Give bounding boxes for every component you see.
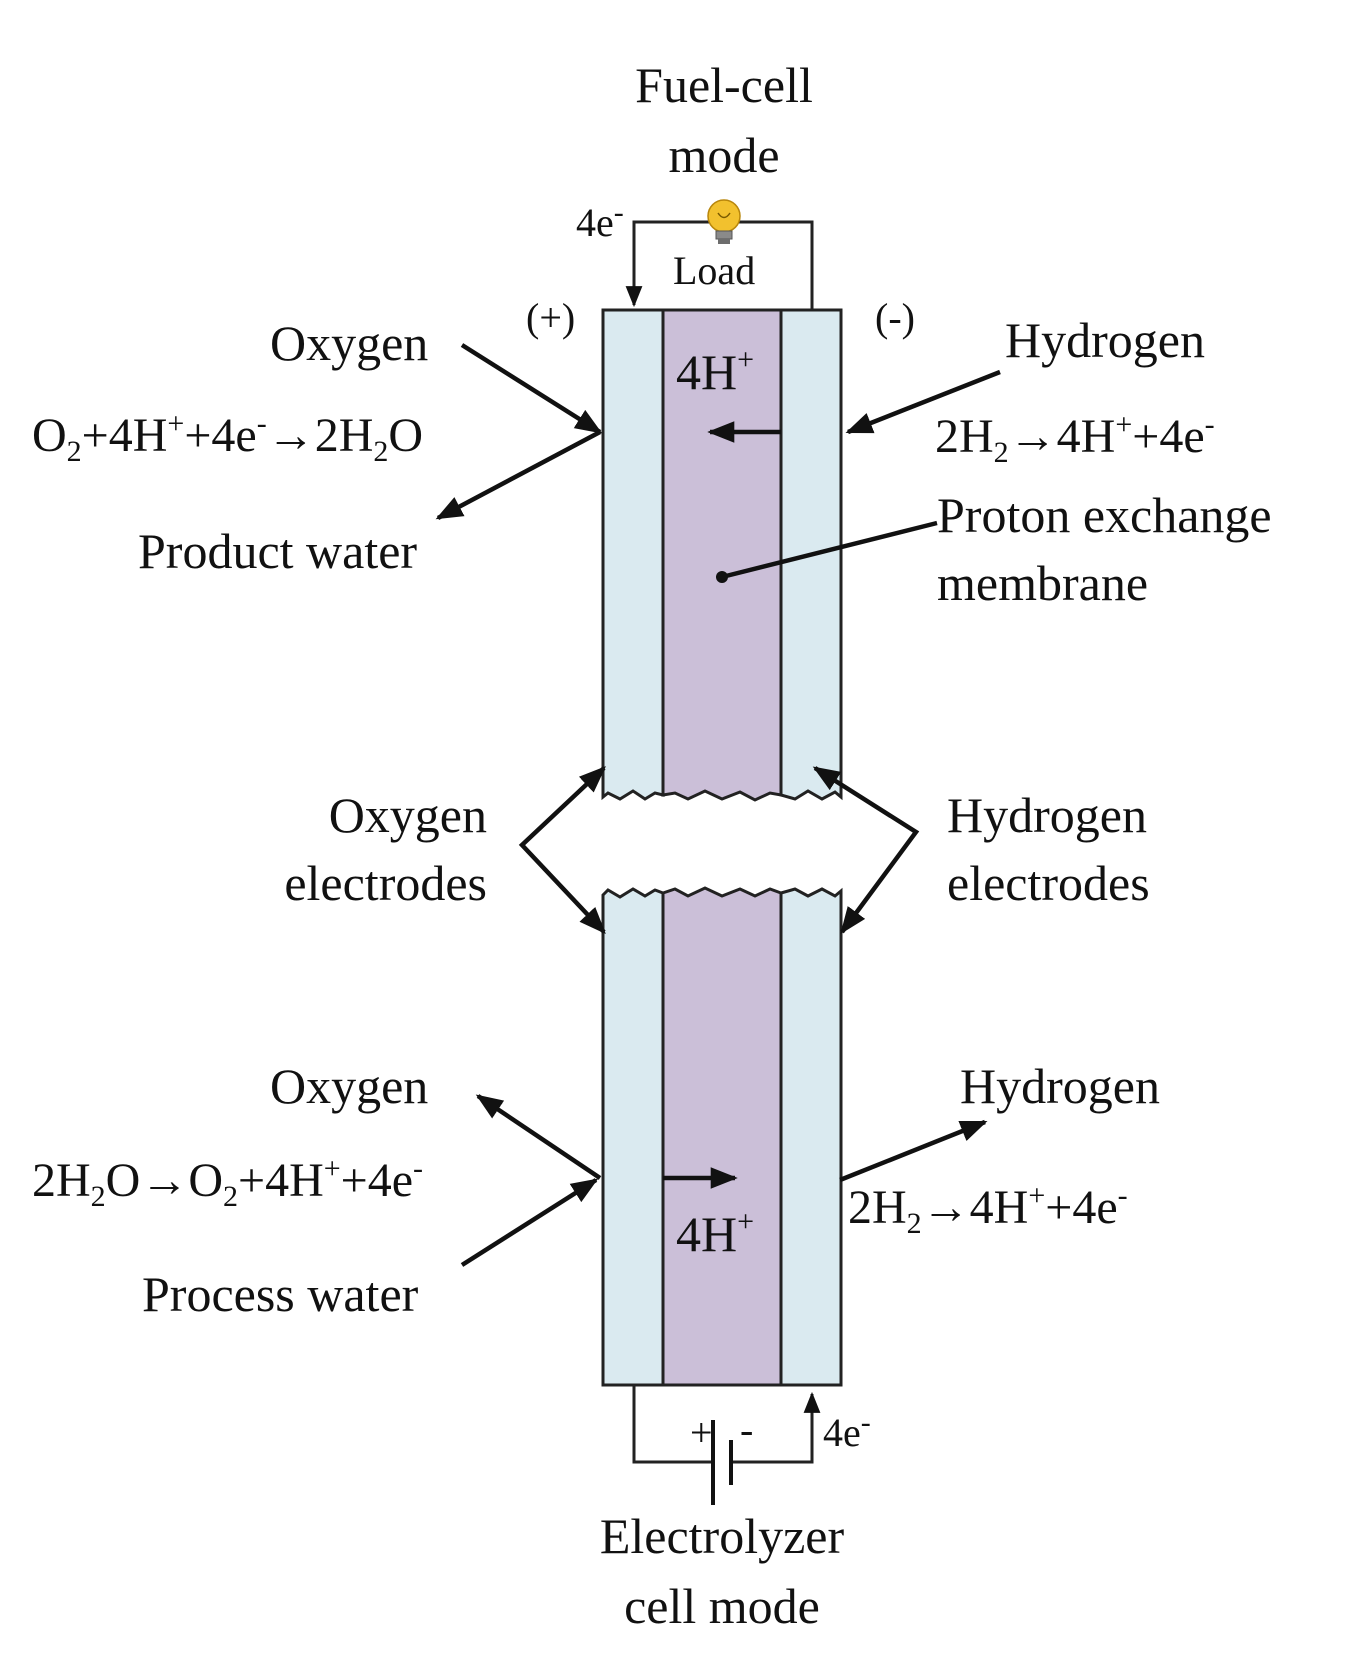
oxygen-electrodes-line2: electrodes bbox=[284, 855, 487, 911]
battery-plus: + bbox=[690, 1410, 713, 1455]
membrane-label-line1: Proton exchange bbox=[937, 487, 1272, 543]
oxygen-out-label: Oxygen bbox=[270, 1058, 428, 1114]
hydrogen-out-arrow bbox=[839, 1119, 988, 1183]
power-source-circuit bbox=[632, 1385, 821, 1464]
load-label: Load bbox=[673, 248, 755, 293]
battery-minus: - bbox=[740, 1407, 753, 1452]
hydrogen-in-label: Hydrogen bbox=[1005, 312, 1205, 368]
hydrogen-electrodes-arrows bbox=[812, 766, 920, 935]
oxygen-out-arrow bbox=[475, 1094, 602, 1180]
power-wire-left bbox=[632, 1385, 713, 1464]
oxygen-in-label: Oxygen bbox=[270, 315, 428, 371]
electrolyzer-stack bbox=[601, 886, 843, 1387]
positive-terminal: (+) bbox=[526, 295, 575, 340]
proton-label-bottom: 4H+ bbox=[676, 1205, 754, 1262]
light-bulb-icon bbox=[707, 199, 741, 244]
fuel-cell-title-line2: mode bbox=[668, 127, 779, 183]
negative-terminal: (-) bbox=[875, 295, 915, 340]
anode-equation: 2H2→4H++4e- bbox=[935, 408, 1215, 469]
electron-label-top: 4e- bbox=[576, 196, 624, 245]
battery-icon bbox=[711, 1420, 733, 1505]
oxygen-electrode-bottom bbox=[601, 887, 665, 1387]
electron-label-bottom: 4e- bbox=[823, 1406, 871, 1455]
power-wire-right bbox=[731, 1391, 821, 1464]
proton-label-top: 4H+ bbox=[676, 343, 754, 400]
membrane-pointer-dot bbox=[716, 571, 728, 583]
cathode-equation: O2+4H++4e-→2H2O bbox=[32, 407, 423, 468]
electrolysis-hydrogen-equation: 2H2→4H++4e- bbox=[848, 1179, 1128, 1240]
membrane-label-line2: membrane bbox=[937, 555, 1148, 611]
product-water-arrow bbox=[435, 430, 602, 520]
membrane-bottom bbox=[661, 886, 783, 1387]
oxygen-in-arrow bbox=[460, 343, 603, 434]
electrolysis-oxygen-equation: 2H2O→O2+4H++4e- bbox=[32, 1152, 423, 1213]
hydrogen-out-label: Hydrogen bbox=[960, 1058, 1160, 1114]
electrolyzer-title-line2: cell mode bbox=[624, 1578, 820, 1634]
process-water-label: Process water bbox=[142, 1266, 419, 1322]
electrolyzer-title-line1: Electrolyzer bbox=[600, 1508, 845, 1564]
oxygen-electrodes-arrows bbox=[518, 766, 606, 934]
hydrogen-electrode-bottom bbox=[779, 887, 843, 1387]
product-water-label: Product water bbox=[138, 523, 417, 579]
hydrogen-in-arrow bbox=[845, 369, 1001, 435]
hydrogen-electrodes-line1: Hydrogen bbox=[947, 787, 1147, 843]
fuel-cell-title-line1: Fuel-cell bbox=[635, 57, 813, 113]
process-water-arrow bbox=[460, 1178, 599, 1267]
oxygen-electrode-top bbox=[601, 308, 665, 801]
hydrogen-electrodes-line2: electrodes bbox=[947, 855, 1150, 911]
oxygen-electrodes-line1: Oxygen bbox=[329, 787, 487, 843]
membrane-pointer bbox=[721, 520, 938, 580]
